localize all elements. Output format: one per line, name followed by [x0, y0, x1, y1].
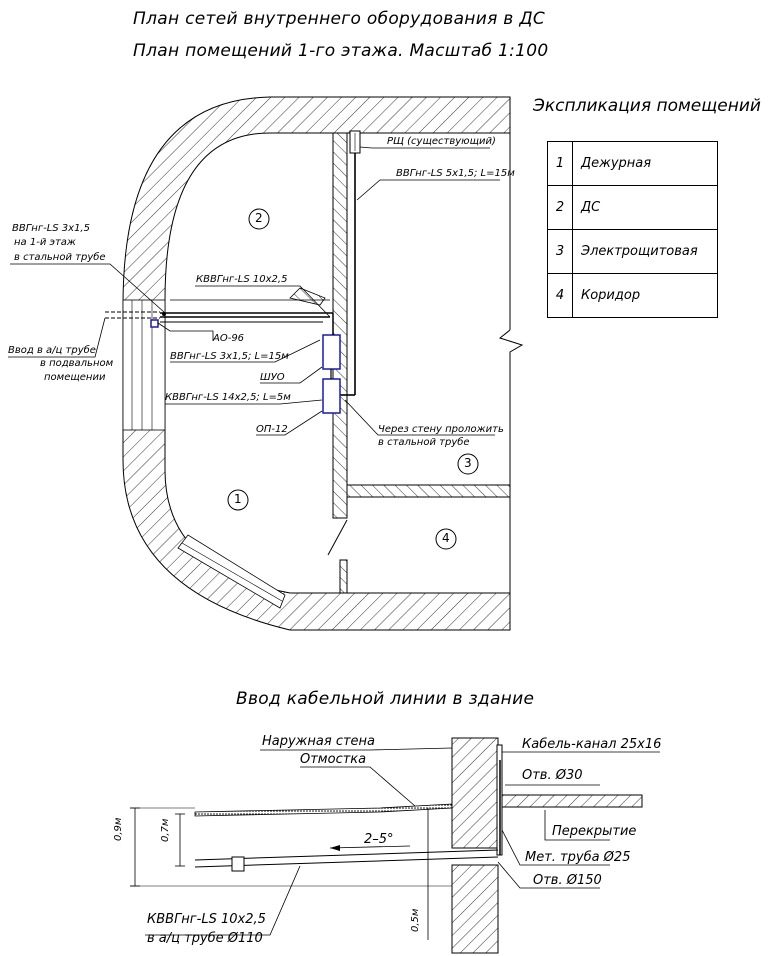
room-name: Дежурная	[572, 141, 718, 186]
pipe-coupling	[231, 856, 245, 872]
section-title: Ввод кабельной линии в здание	[236, 689, 535, 709]
label-hole150: Отв. Ø150	[533, 873, 602, 888]
floor-plan-drawing	[8, 96, 524, 631]
ao96-fixture	[150, 319, 159, 328]
label-outer-wall: Наружная стена	[262, 734, 376, 749]
partition-stub	[339, 559, 348, 594]
dim-05: 0,5м	[410, 908, 421, 932]
floor-slab	[501, 794, 643, 808]
label-ao96: АО-96	[213, 333, 245, 344]
label-through-wall-1: Через стену проложить	[378, 424, 504, 435]
label-through-wall-2: в стальной трубе	[378, 437, 470, 448]
interior-partition-vertical	[332, 132, 348, 519]
room-number: 4	[547, 273, 573, 318]
outer-wall	[122, 96, 511, 631]
label-op12: ОП-12	[256, 424, 288, 435]
room-label-4: 4	[442, 531, 450, 545]
plan-title-line1: План сетей внутреннего оборудования в ДС	[133, 9, 546, 29]
dim-07: 0,7м	[160, 818, 171, 842]
interior-partition-horizontal	[346, 484, 511, 498]
label-rsch: РЩ (существующий)	[387, 136, 496, 147]
room-number: 3	[547, 229, 573, 274]
room-name: Коридор	[572, 273, 718, 318]
label-vvg-floor-1: ВВГнг-LS 3х1,5	[12, 223, 90, 234]
label-vvg-3x15-l15: ВВГнг-LS 3х1,5; L=15м	[170, 351, 289, 362]
label-otmostka: Отмостка	[300, 752, 367, 767]
label-input-3: помещении	[44, 372, 106, 383]
label-slope: 2–5°	[364, 832, 394, 847]
cable-channel	[496, 744, 503, 856]
break-line	[498, 329, 524, 360]
label-vvg-floor-2: на 1-й этаж	[14, 237, 76, 248]
explication-title: Экспликация помещений	[533, 96, 761, 116]
label-overlap: Перекрытие	[552, 824, 637, 839]
label-input-1: Ввод в а/ц трубе	[8, 345, 96, 356]
plan-title-line2: План помещений 1-го этажа. Масштаб 1:100	[133, 41, 549, 61]
otmostka	[194, 803, 453, 817]
label-kvvg-10x25: КВВГнг-LS 10х2,5	[196, 274, 288, 285]
label-vvg-5x15: ВВГнг-LS 5х1,5; L=15м	[396, 168, 515, 179]
label-cable-2: в а/ц трубе Ø110	[147, 931, 263, 946]
label-hole30: Отв. Ø30	[522, 768, 583, 783]
room-label-3: 3	[464, 456, 472, 470]
label-vvg-floor-3: в стальной трубе	[14, 252, 106, 263]
room-label-1: 1	[234, 492, 242, 506]
room-label-2: 2	[255, 211, 263, 225]
op12-box	[322, 378, 341, 414]
shuo-box	[322, 334, 341, 370]
label-kvvg-14x25: КВВГнг-LS 14х2,5; L=5м	[165, 392, 291, 403]
label-input-2: в подвальном	[40, 358, 114, 369]
outer-wall-section	[451, 737, 499, 849]
label-cable-1: КВВГнг-LS 10х2,5	[147, 912, 266, 927]
label-cable-channel: Кабель-канал 25х16	[522, 737, 662, 752]
label-met-pipe: Мет. труба Ø25	[525, 850, 631, 865]
room-markers	[227, 208, 479, 550]
dim-09: 0,9м	[113, 817, 124, 841]
label-shuo: ШУО	[260, 372, 285, 383]
room-name: Электрощитовая	[572, 229, 718, 274]
